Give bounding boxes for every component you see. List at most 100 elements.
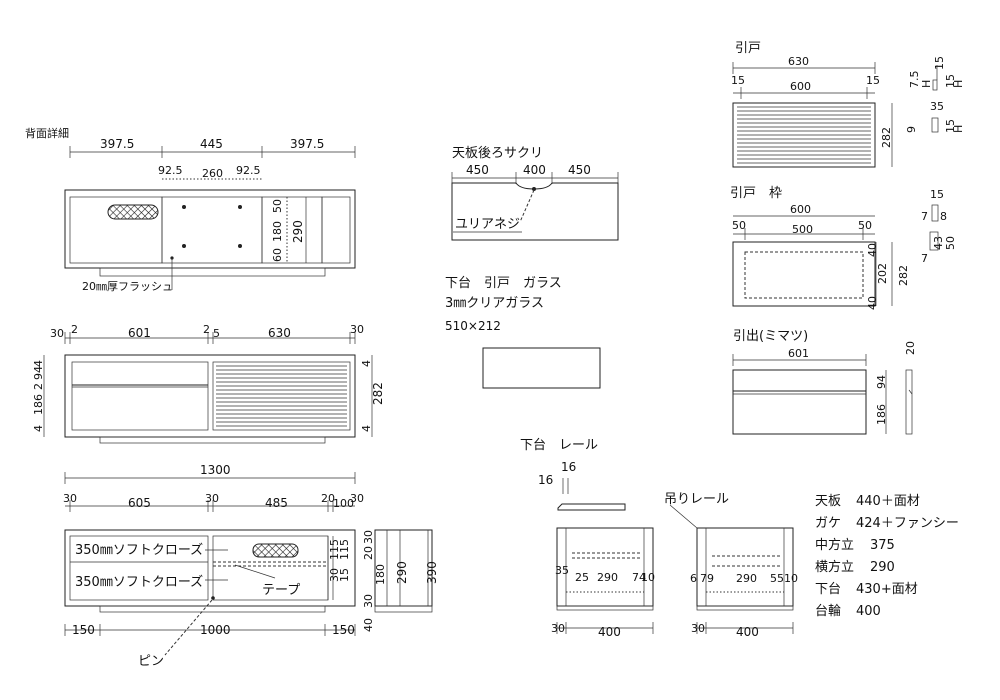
side-dim-30b: 30	[362, 594, 375, 608]
side-dim-180: 180	[374, 564, 387, 585]
plan-dim-30b: 30	[205, 492, 219, 505]
rail-hang-label: 吊りレール	[664, 492, 729, 507]
spec-value-0: 440＋面材	[856, 494, 920, 509]
door-side-35: 35	[930, 100, 944, 113]
back-mid-dim-1: 92.5	[158, 164, 183, 177]
plan-soft-close-1: 350㎜ソフトクローズ	[75, 542, 203, 558]
spec-name-4: 下台	[815, 582, 841, 597]
rail-r-b400: 400	[736, 625, 759, 639]
door-side-15a: 15	[933, 56, 946, 70]
door-side-h3: H	[952, 125, 965, 133]
plan-cabinet	[64, 529, 356, 607]
rail-r-79: 79	[700, 572, 714, 585]
glass-panel	[482, 347, 601, 389]
side-dim-290: 290	[395, 561, 409, 584]
frame-dim-50b: 50	[858, 219, 872, 232]
front-rdim-282: 282	[371, 382, 385, 405]
door-side-h2: H	[952, 80, 965, 88]
frame-dim-282: 282	[897, 265, 910, 286]
notch-dim-400: 400	[523, 163, 546, 177]
door-title: 引戸	[735, 41, 761, 56]
front-dim-5: 5	[213, 327, 220, 340]
rail-section-left	[556, 527, 654, 607]
spec-value-2: 375	[870, 538, 895, 553]
frame-outer	[732, 241, 876, 307]
plan-dim-605: 605	[128, 496, 151, 510]
frame-opening	[744, 251, 864, 299]
door-dim-630: 630	[788, 55, 809, 68]
glass-spec: 3㎜クリアガラス	[445, 296, 544, 311]
plan-bdim-150b: 150	[332, 623, 355, 637]
notch-title: 天板後ろサクリ	[452, 146, 543, 161]
plan-soft-close-2: 350㎜ソフトクローズ	[75, 574, 203, 590]
plan-side-section: 30 20 180 30 40 290 390	[362, 529, 439, 632]
drawer-title: 引出(ミマツ)	[733, 329, 808, 344]
back-dim-center: 445	[200, 137, 223, 151]
drawer-dim-186: 186	[875, 404, 888, 425]
door-side-15c: 15	[944, 119, 957, 133]
rail-l-25: 25	[575, 571, 589, 584]
door-dim-15b: 15	[866, 74, 880, 87]
notch-dim-450a: 450	[466, 163, 489, 177]
spec-value-3: 290	[870, 560, 895, 575]
rail-view: 下台 レール 16 16 吊りレール 35 25 290 74 10 30 40…	[520, 438, 798, 639]
plan-rdim-1: 115	[328, 539, 341, 560]
back-dim-left: 397.5	[100, 137, 134, 151]
rail-r-6: 6	[690, 572, 697, 585]
front-dim-2b: 2	[203, 323, 210, 336]
rail-l-74: 74	[632, 571, 646, 584]
rail-r-b30: 30	[691, 622, 705, 635]
door-view: 引戸 630 15 600 15 282 15 7.5 H 15 H 35 9 …	[731, 41, 965, 168]
frame-dim-500: 500	[792, 223, 813, 236]
spec-name-2: 中方立	[815, 537, 854, 553]
rail-dim-16b: 16	[561, 460, 576, 474]
side-dim-30a: 30	[362, 530, 375, 544]
back-title: 背面詳細	[25, 126, 69, 140]
back-vdim-50: 50	[271, 199, 284, 213]
rail-l-10: 10	[641, 571, 655, 584]
frame-side-15: 15	[930, 188, 944, 201]
plan-pin-label: ピン	[138, 654, 164, 669]
side-dim-390: 390	[425, 561, 439, 584]
plan-overall-dim: 1300	[200, 463, 231, 477]
front-ldim-2: 2	[32, 383, 45, 390]
front-ldim-4a: 4	[32, 360, 45, 367]
door-panel	[732, 102, 876, 168]
rail-section-right	[696, 527, 794, 607]
rail-r-55: 55	[770, 572, 784, 585]
glass-title: 下台 引戸 ガラス	[445, 276, 562, 291]
front-dim-630: 630	[268, 326, 291, 340]
plan-dim-30c: 30	[350, 492, 364, 505]
drawer-view: 引出(ミマツ) 601 94 186 20	[732, 329, 917, 435]
rail-l-290: 290	[597, 571, 618, 584]
frame-dim-40a: 40	[866, 243, 879, 257]
spec-value-1: 424＋ファンシー	[856, 516, 959, 531]
notch-dim-450b: 450	[568, 163, 591, 177]
drawer-dim-601: 601	[788, 347, 809, 360]
drawer-dim-20: 20	[904, 341, 917, 355]
top-notch-view: 天板後ろサクリ 450 400 450 ユリアネジ	[451, 146, 619, 241]
spec-name-1: ガケ	[815, 516, 841, 531]
side-dim-20: 20	[362, 546, 375, 560]
door-dim-282: 282	[880, 127, 893, 148]
door-dim-600: 600	[790, 80, 811, 93]
spec-name-5: 台輪	[815, 603, 841, 619]
rail-l-35: 35	[555, 564, 569, 577]
glass-size: 510×212	[445, 319, 501, 333]
front-cabinet	[64, 354, 356, 438]
front-view: 30 2 601 2 5 630 30 4 94 2 186 4 4 282 4	[32, 323, 385, 444]
frame-dim-50a: 50	[732, 219, 746, 232]
plan-rdim-3: 115	[338, 539, 351, 560]
door-side-9: 9	[905, 126, 918, 133]
rail-title: 下台 レール	[520, 438, 598, 453]
front-dim-601: 601	[128, 326, 151, 340]
front-ldim-94: 94	[32, 366, 45, 380]
spec-value-4: 430+面材	[856, 582, 918, 597]
front-rdim-4a: 4	[360, 360, 373, 367]
back-mid-dim-2: 260	[202, 167, 223, 180]
front-dim-30b: 30	[350, 323, 364, 336]
back-vdim-290: 290	[291, 220, 305, 243]
plan-vent-grille	[252, 543, 299, 558]
back-vdim-180: 180	[271, 221, 284, 242]
